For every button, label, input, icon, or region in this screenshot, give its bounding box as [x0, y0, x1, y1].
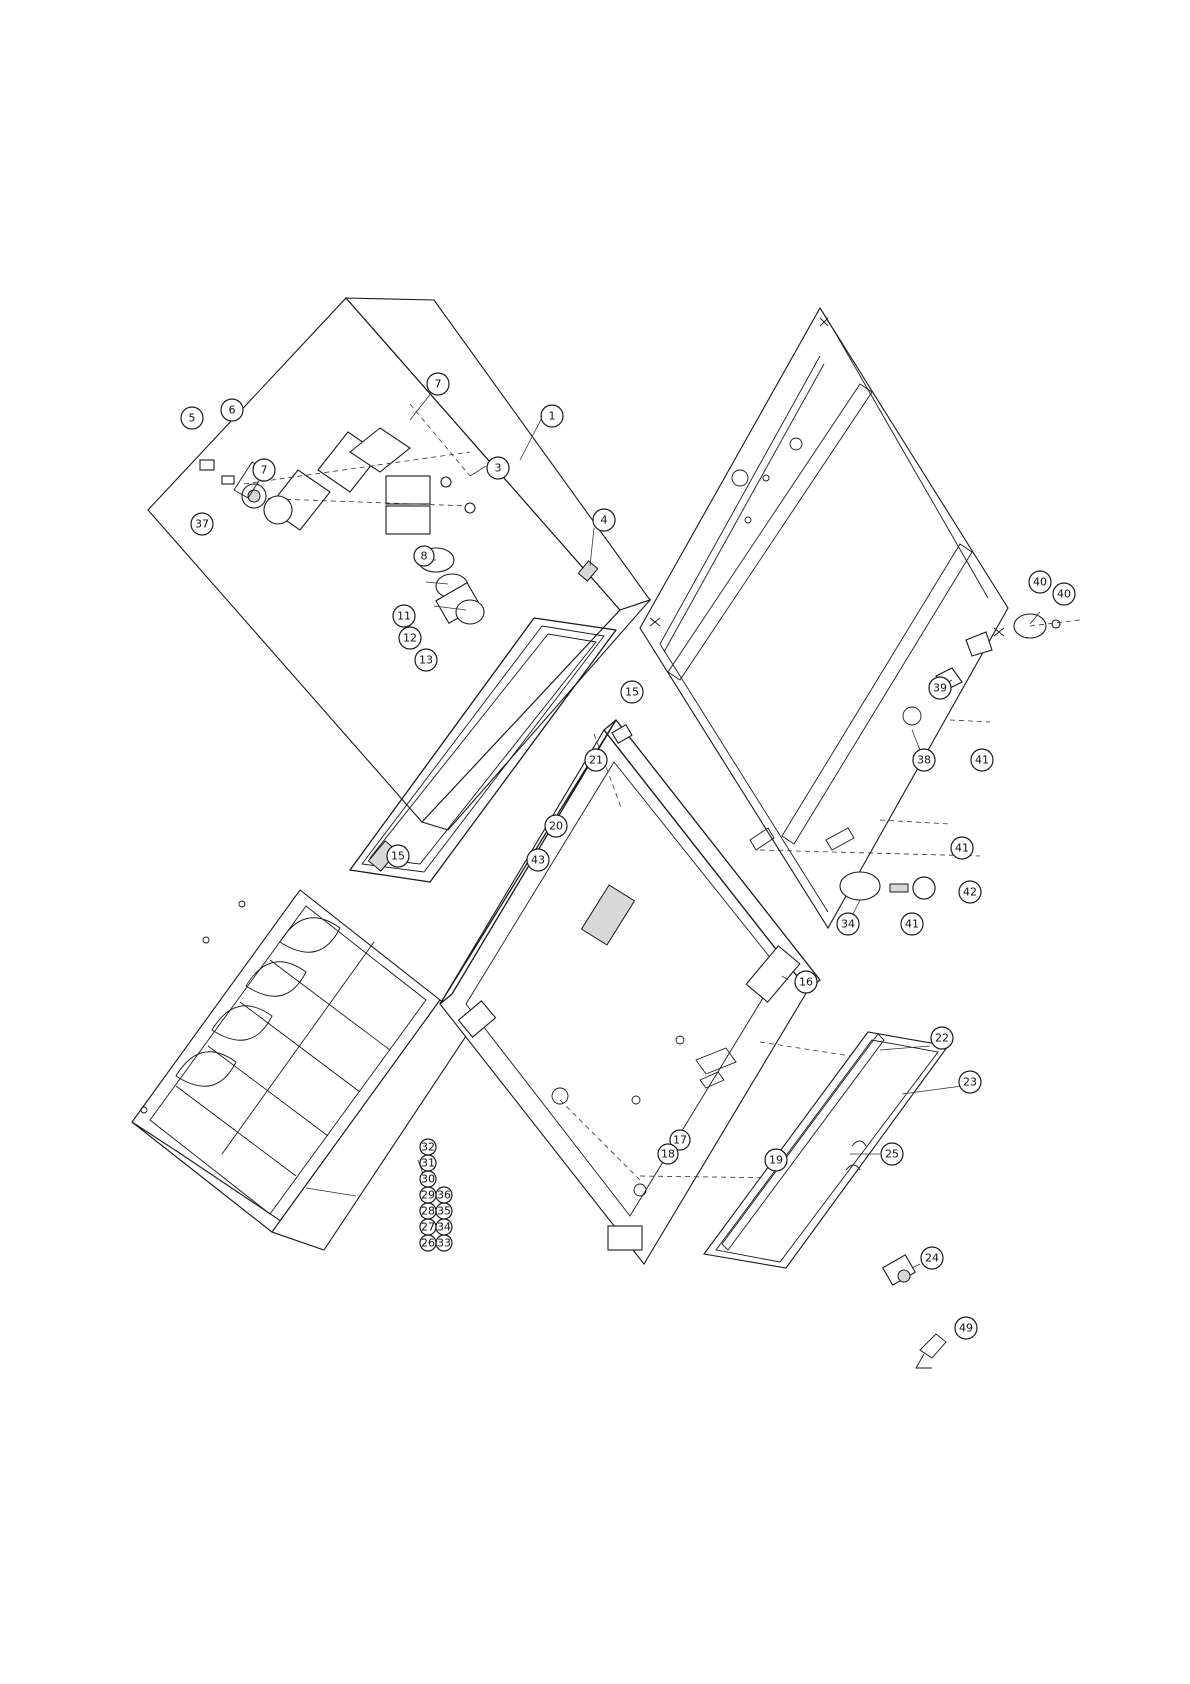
- callout-41-middle: 41: [951, 837, 973, 859]
- callout-43: 49: [955, 1317, 977, 1339]
- svg-text:7: 7: [435, 378, 442, 391]
- callout-34-foot: 34: [837, 913, 859, 935]
- svg-text:43: 43: [531, 854, 545, 867]
- svg-text:23: 23: [963, 1076, 977, 1089]
- callout-49: [913, 877, 935, 899]
- svg-text:24: 24: [925, 1252, 939, 1265]
- callout-41-lower: 42: [959, 881, 981, 903]
- svg-text:13: 13: [419, 654, 433, 667]
- svg-text:26: 26: [421, 1237, 435, 1250]
- svg-text:35: 35: [437, 1205, 451, 1218]
- svg-text:7: 7: [261, 464, 268, 477]
- svg-text:34: 34: [437, 1221, 451, 1234]
- callout-37: 38: [913, 749, 935, 771]
- svg-text:41: 41: [905, 918, 919, 931]
- callout-36-cover: 37: [191, 513, 213, 535]
- svg-text:37: 37: [195, 518, 209, 531]
- callout-13: 13: [415, 649, 437, 671]
- svg-text:34: 34: [841, 918, 855, 931]
- callout-7-upper: 7: [427, 373, 449, 395]
- svg-text:41: 41: [975, 754, 989, 767]
- svg-text:32: 32: [421, 1141, 435, 1154]
- callout-41-upper: 41: [971, 749, 993, 771]
- svg-text:11: 11: [397, 610, 411, 623]
- svg-text:8: 8: [421, 550, 428, 563]
- callout-22: 22: [931, 1027, 953, 1049]
- callout-20: 20: [545, 815, 567, 837]
- callout-19: 19: [765, 1149, 787, 1171]
- callout-33: 33: [436, 1235, 452, 1251]
- callout-28: 28: [420, 1203, 436, 1219]
- svg-text:29: 29: [421, 1189, 435, 1202]
- svg-text:38: 38: [917, 754, 931, 767]
- svg-text:40: 40: [1033, 576, 1047, 589]
- svg-text:39: 39: [933, 682, 947, 695]
- callout-40-right: 40: [1053, 583, 1075, 605]
- callout-40-bottom: 41: [901, 913, 923, 935]
- callout-29: 29: [420, 1187, 436, 1203]
- callout-1: 1: [541, 405, 563, 427]
- callout-8: 8: [414, 546, 434, 566]
- callout-12: 12: [399, 627, 421, 649]
- callout-7-lower: 7: [253, 459, 275, 481]
- svg-text:49: 49: [959, 1322, 973, 1335]
- svg-text:19: 19: [769, 1154, 783, 1167]
- callout-30: 30: [420, 1171, 436, 1187]
- callout-34-tray: 34: [436, 1219, 452, 1235]
- svg-text:12: 12: [403, 632, 417, 645]
- svg-text:4: 4: [601, 514, 608, 527]
- svg-text:21: 21: [589, 754, 603, 767]
- svg-text:15: 15: [625, 686, 639, 699]
- callout-18: 18: [658, 1144, 678, 1164]
- callout-42: 43: [527, 849, 549, 871]
- svg-text:25: 25: [885, 1148, 899, 1161]
- svg-text:3: 3: [495, 462, 502, 475]
- callout-32: 32: [420, 1139, 436, 1155]
- svg-text:41: 41: [955, 842, 969, 855]
- callout-23: 23: [959, 1071, 981, 1093]
- callout-16: 16: [795, 971, 817, 993]
- svg-text:27: 27: [421, 1221, 435, 1234]
- lock-key-parts: [883, 1255, 946, 1368]
- callout-36-tray: 36: [436, 1187, 452, 1203]
- svg-text:17: 17: [673, 1134, 687, 1147]
- callout-24: 24: [921, 1247, 943, 1269]
- svg-text:30: 30: [421, 1173, 435, 1186]
- svg-text:36: 36: [437, 1189, 451, 1202]
- callout-4: 4: [593, 509, 615, 531]
- svg-text:15: 15: [391, 850, 405, 863]
- callout-15-frame: 15: [387, 845, 409, 867]
- svg-text:16: 16: [799, 976, 813, 989]
- svg-text:20: 20: [549, 820, 563, 833]
- callout-35: 35: [436, 1203, 452, 1219]
- callout-6: 6: [221, 399, 243, 421]
- callout-39: 40: [1029, 571, 1051, 593]
- svg-text:33: 33: [437, 1237, 451, 1250]
- svg-text:40: 40: [1057, 588, 1071, 601]
- svg-text:42: 42: [963, 886, 977, 899]
- callout-3: 3: [487, 457, 509, 479]
- callout-5: 5: [181, 407, 203, 429]
- svg-text:18: 18: [661, 1148, 675, 1161]
- callout-25: 25: [881, 1143, 903, 1165]
- callout-26: 26: [420, 1235, 436, 1251]
- svg-text:31: 31: [421, 1157, 435, 1170]
- svg-text:28: 28: [421, 1205, 435, 1218]
- svg-text:1: 1: [549, 410, 556, 423]
- callout-21: 21: [585, 749, 607, 771]
- svg-text:6: 6: [229, 404, 236, 417]
- callout-11: 11: [393, 605, 415, 627]
- callout-38: 39: [929, 677, 951, 699]
- svg-text:22: 22: [935, 1032, 949, 1045]
- callout-31: 31: [420, 1155, 436, 1171]
- callout-15-upper: 15: [621, 681, 643, 703]
- svg-text:5: 5: [189, 412, 196, 425]
- callout-27: 27: [420, 1219, 436, 1235]
